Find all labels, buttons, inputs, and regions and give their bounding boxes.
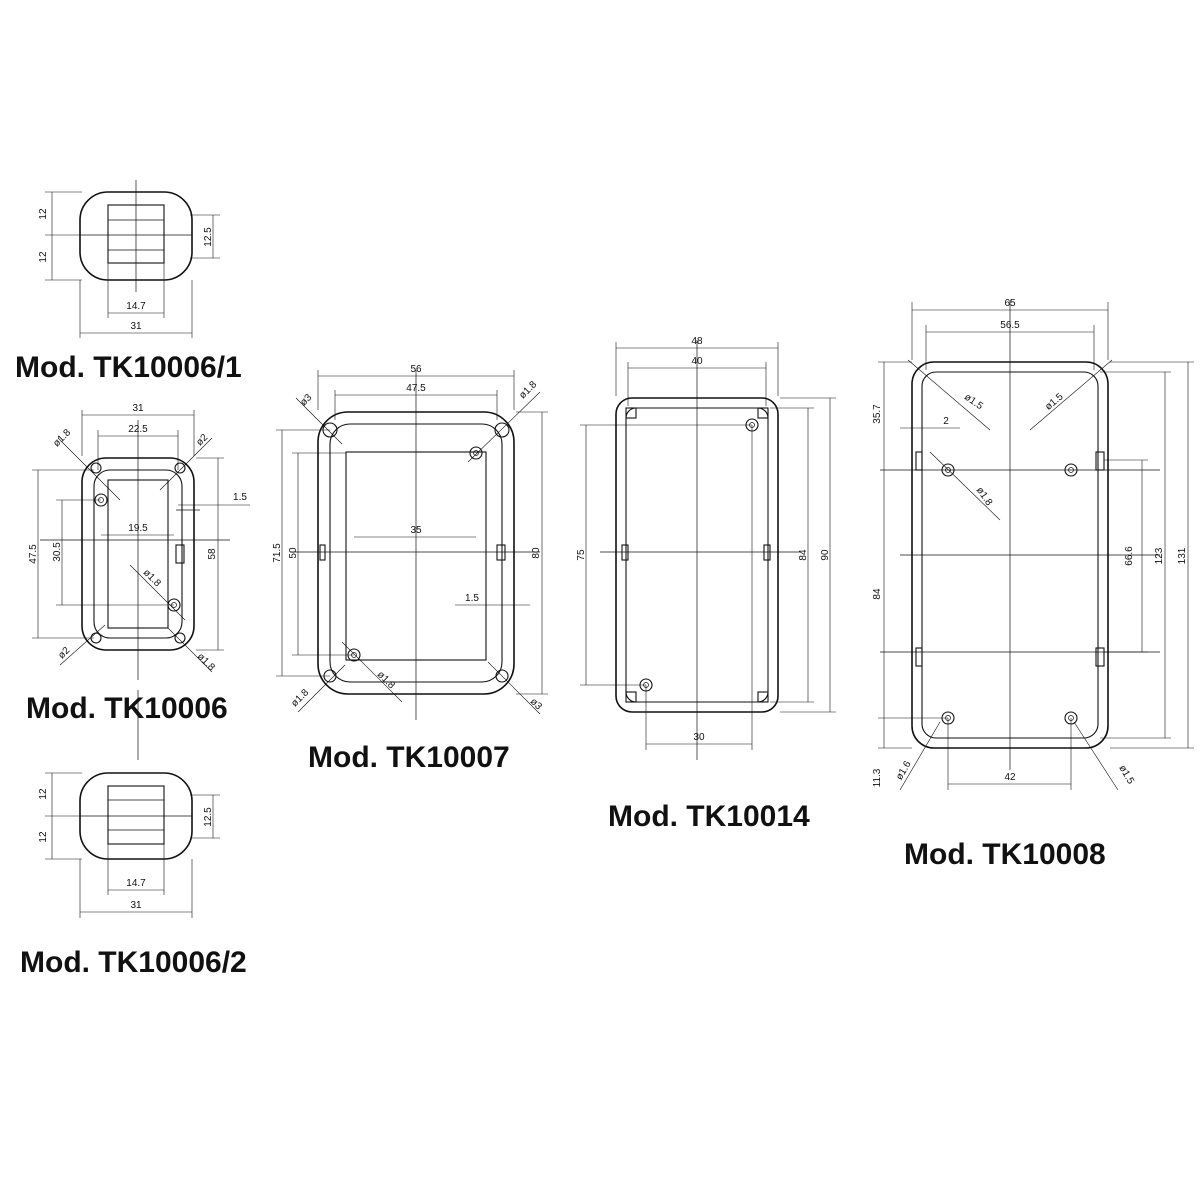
tk10007-hole-tr: ø1.8 (517, 379, 539, 401)
model-tk10006: 31 22.5 ø1.8 ø2 1.5 47.5 30.5 19.5 58 ø1… (26, 403, 250, 760)
tk10008-hole-tr: ø1.5 (1043, 391, 1066, 413)
tk10008-hole-bl: ø1.6 (894, 759, 914, 782)
tk10006-1-title: Mod. TK10006/1 (15, 351, 242, 384)
tk10007-hole-bc: ø1.8 (375, 669, 397, 691)
tk10007-hole-bl: ø1.8 (289, 687, 311, 709)
tk10014-title: Mod. TK10014 (608, 800, 810, 833)
tk10006-1-dim-height-bottom: 12 (38, 251, 49, 263)
model-tk10014: 48 40 75 84 90 30 Mod. TK10014 (576, 336, 836, 833)
model-tk10006-2: 12 12 12.5 14.7 31 Mod. TK10006/2 (20, 772, 247, 979)
tk10007-dim-height-right: 80 (531, 547, 542, 559)
tk10006-dim-center-width: 19.5 (128, 523, 148, 534)
tk10008-dim-top-offset: 35.7 (872, 404, 883, 424)
tk10014-dim-height-left: 75 (576, 549, 587, 561)
model-tk10007: 56 47.5 ø3 ø1.8 71.5 50 35 80 1.5 ø1.8 ø… (272, 364, 548, 774)
tk10008-dim-height-left: 84 (872, 588, 883, 600)
tk10007-dim-inner-width: 47.5 (406, 383, 426, 394)
tk10007-dim-height-outer: 71.5 (272, 543, 283, 563)
tk10007-dim-height-inner: 50 (288, 547, 299, 559)
tk10006-dim-width: 31 (132, 403, 144, 414)
tk10008-dim-height-total: 131 (1177, 547, 1188, 564)
tk10014-dim-width: 48 (691, 336, 703, 347)
tk10008-dim-height-inner: 123 (1154, 547, 1165, 564)
tk10007-dim-width: 56 (410, 364, 422, 375)
tk10006-dim-height-total: 47.5 (28, 544, 39, 564)
tk10008-title: Mod. TK10008 (904, 838, 1106, 871)
tk10006-hole-center: ø1.8 (141, 567, 163, 589)
tk10006-dim-inner-width: 22.5 (128, 424, 148, 435)
tk10006-hole-tr: ø2 (194, 432, 210, 448)
tk10006-2-dim-width: 31 (130, 900, 142, 911)
tk10014-dim-height-right: 90 (820, 549, 831, 561)
tk10007-hole-tl: ø3 (298, 392, 314, 408)
tk10007-hole-br: ø3 (528, 696, 544, 712)
tk10007-title: Mod. TK10007 (308, 741, 510, 774)
tk10006-2-dim-right: 12.5 (203, 807, 214, 827)
tk10006-hole-tl: ø1.8 (51, 427, 73, 449)
tk10006-1-dim-width: 31 (130, 321, 142, 332)
tk10006-2-dim-height-bottom: 12 (38, 831, 49, 843)
tk10014-dim-inner-width: 40 (691, 356, 703, 367)
tk10006-2-dim-height-top: 12 (38, 788, 49, 800)
tk10006-2-title: Mod. TK10006/2 (20, 946, 247, 979)
tk10008-dim-height-mid: 66.6 (1124, 546, 1135, 566)
tk10006-hole-br: ø1.8 (195, 651, 217, 673)
tk10006-dim-height-inner: 30.5 (52, 542, 63, 562)
tk10006-2-dim-inner-width: 14.7 (126, 878, 146, 889)
tk10007-dim-wall: 1.5 (465, 593, 479, 604)
tk10014-dim-bottom-width: 30 (693, 732, 705, 743)
model-tk10008: 65 56.5 35.7 ø1.5 ø1.5 2 ø1.8 66.6 123 1… (872, 298, 1194, 871)
tk10006-dim-wall: 1.5 (233, 492, 247, 503)
tk10008-dim-bottom-width: 42 (1004, 772, 1016, 783)
tk10008-hole-br: ø1.5 (1116, 763, 1136, 786)
tk10014-dim-height-right-inner: 84 (798, 549, 809, 561)
tk10006-1-dim-right: 12.5 (203, 227, 214, 247)
tk10008-hole-inner: ø1.8 (974, 485, 995, 508)
tk10006-1-dim-height-top: 12 (38, 208, 49, 220)
tk10008-dim-inner-width: 56.5 (1000, 320, 1020, 331)
tk10006-dim-height-right: 58 (207, 548, 218, 560)
tk10007-dim-center-width: 35 (410, 525, 422, 536)
tk10008-dim-bottom-offset: 11.3 (872, 768, 883, 787)
model-tk10006-1: 12 12 12.5 14.7 31 Mod. TK10006/1 (15, 180, 242, 384)
tk10006-hole-bl: ø2 (56, 645, 72, 661)
tk10008-dim-wall: 2 (943, 416, 949, 427)
tk10006-title: Mod. TK10006 (26, 692, 228, 725)
tk10006-1-dim-inner-width: 14.7 (126, 301, 146, 312)
tk10008-dim-width: 65 (1004, 298, 1016, 309)
